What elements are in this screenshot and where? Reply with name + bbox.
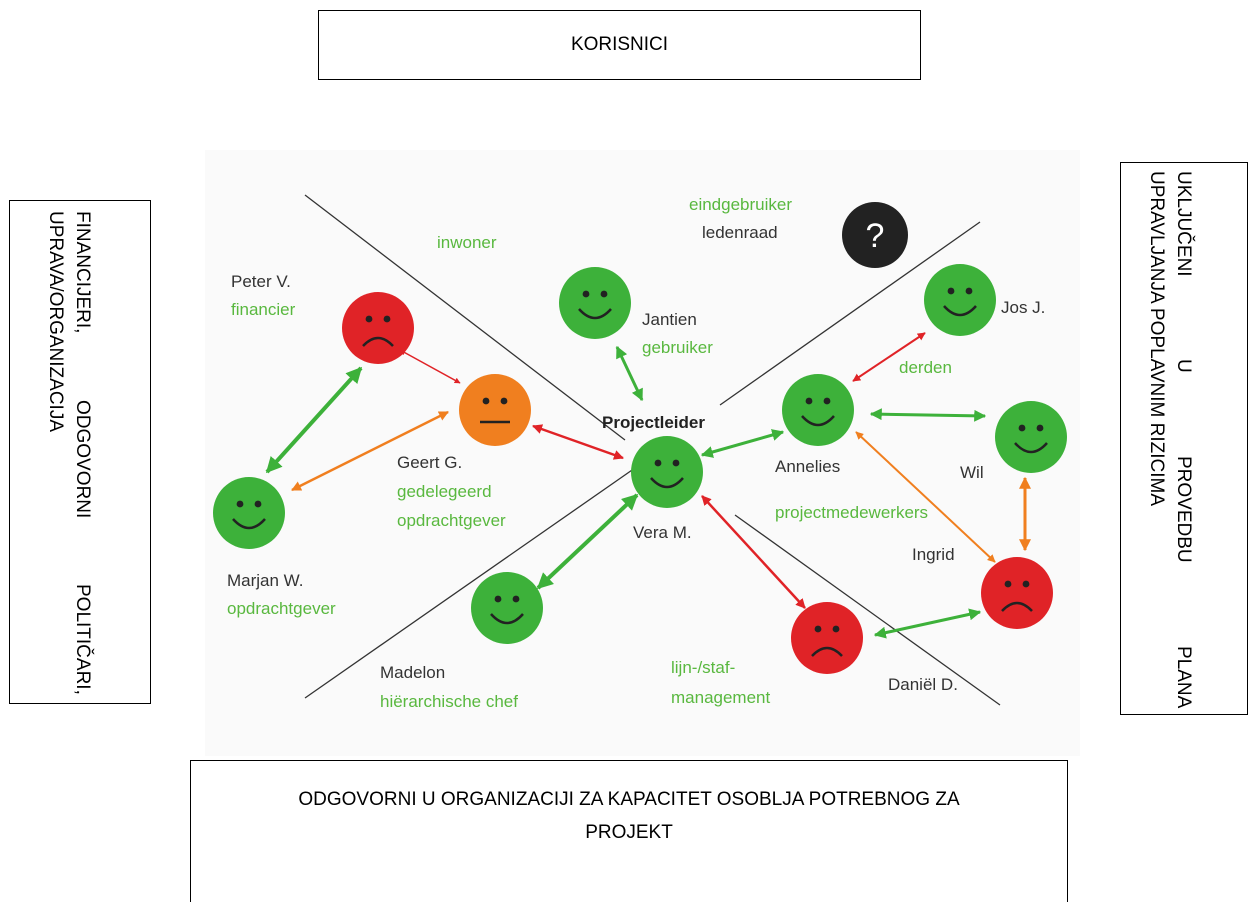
face-vera [631, 436, 703, 508]
divider-line-sw [304, 467, 636, 699]
label-vera-name: Vera M. [633, 523, 692, 542]
relation-arrows [265, 332, 1031, 639]
face-unknown: ? [842, 202, 908, 268]
question-mark-icon: ? [866, 217, 885, 255]
arrow-jantien-vera [615, 345, 644, 402]
label-inwoner: inwoner [437, 233, 497, 252]
label-lijn-staf-1: lijn-/staf- [671, 658, 735, 677]
label-jantien-role: gebruiker [642, 338, 713, 357]
face-ingrid [981, 557, 1053, 629]
faces: ? [213, 202, 1067, 674]
label-ledenraad: ledenraad [702, 223, 778, 242]
users-box-label: KORISNICI [570, 34, 669, 55]
arrow-vera-daniel [701, 495, 806, 609]
face-jos [924, 264, 996, 336]
label-daniel-name: Daniël D. [888, 675, 958, 694]
divider-line-nw [304, 194, 626, 441]
arrow-madelon-vera [536, 493, 639, 590]
label-eindgebruiker: eindgebruiker [689, 195, 792, 214]
label-madelon-role: hiërarchische chef [380, 692, 518, 711]
label-ingrid-name: Ingrid [912, 545, 955, 564]
financiers-box: FINANCIJERI, ODGOVORNI POLITIČARI, UPRAV… [9, 200, 151, 704]
divider-line-se [734, 514, 1001, 706]
implementers-word-4: PLANA [1173, 645, 1194, 708]
organization-line-2: PROJEKT [585, 822, 673, 843]
arrow-geert-marjan [291, 410, 449, 492]
implementers-line-1: UKLJUČENI U PROVEDBU PLANA [1170, 171, 1197, 708]
label-geert-name: Geert G. [397, 453, 462, 472]
label-jos-name: Jos J. [1001, 298, 1045, 317]
arrow-ingrid-daniel [873, 608, 982, 639]
label-projectleider: Projectleider [602, 413, 705, 432]
label-marjan-name: Marjan W. [227, 571, 304, 590]
arrow-peter-geert [399, 349, 461, 384]
financiers-line-1: FINANCIJERI, ODGOVORNI POLITIČARI, [69, 211, 96, 695]
implementers-box: UKLJUČENI U PROVEDBU PLANA UPRAVLJANJA P… [1120, 162, 1248, 715]
label-madelon-name: Madelon [380, 663, 445, 682]
arrow-peter-marjan [265, 366, 363, 474]
face-peter [342, 292, 414, 364]
face-geert [459, 374, 531, 446]
label-peter-name: Peter V. [231, 272, 291, 291]
implementers-box-text: UKLJUČENI U PROVEDBU PLANA UPRAVLJANJA P… [1143, 171, 1197, 708]
implementers-word-1: UKLJUČENI [1173, 171, 1194, 277]
arrow-annelies-wil [869, 408, 987, 422]
face-marjan [213, 477, 285, 549]
implementers-word-3: PROVEDBU [1173, 456, 1194, 563]
stakeholder-diagram: ? inwoner eindgebruiker ledenraad Peter … [205, 150, 1080, 756]
label-marjan-role: opdrachtgever [227, 599, 336, 618]
face-wil [995, 401, 1067, 473]
implementers-word-2: U [1173, 359, 1194, 374]
arrow-jos-annelies [852, 332, 926, 382]
labels: inwoner eindgebruiker ledenraad Peter V.… [227, 195, 1045, 711]
label-wil-name: Wil [960, 463, 984, 482]
implementers-line-2: UPRAVLJANJA POPLAVNIM RIZICIMA [1146, 171, 1167, 507]
label-jantien-name: Jantien [642, 310, 697, 329]
face-madelon [471, 572, 543, 644]
divider-line-ne [719, 221, 981, 406]
financiers-line-2: UPRAVA/ORGANIZACIJA [45, 211, 66, 432]
face-daniel [791, 602, 863, 674]
financiers-word-1: FINANCIJERI, [72, 211, 93, 334]
organization-box: ODGOVORNI U ORGANIZACIJI ZA KAPACITET OS… [190, 760, 1068, 902]
label-peter-role: financier [231, 300, 296, 319]
financiers-word-2: ODGOVORNI [72, 399, 93, 518]
label-geert-role-2: opdrachtgever [397, 511, 506, 530]
users-box: KORISNICI [318, 10, 921, 80]
face-annelies [782, 374, 854, 446]
label-geert-role-1: gedelegeerd [397, 482, 492, 501]
label-derden: derden [899, 358, 952, 377]
financiers-box-text: FINANCIJERI, ODGOVORNI POLITIČARI, UPRAV… [42, 211, 96, 695]
arrow-vera-annelies [700, 429, 785, 458]
label-annelies-name: Annelies [775, 457, 840, 476]
arrow-geert-vera [532, 424, 624, 460]
label-lijn-staf-2: management [671, 688, 771, 707]
face-jantien [559, 267, 631, 339]
organization-line-1: ODGOVORNI U ORGANIZACIJI ZA KAPACITET OS… [298, 789, 960, 810]
arrow-annelies-ingrid [855, 431, 996, 563]
financiers-word-3: POLITIČARI, [72, 584, 93, 695]
label-projectmedewerkers: projectmedewerkers [775, 503, 928, 522]
